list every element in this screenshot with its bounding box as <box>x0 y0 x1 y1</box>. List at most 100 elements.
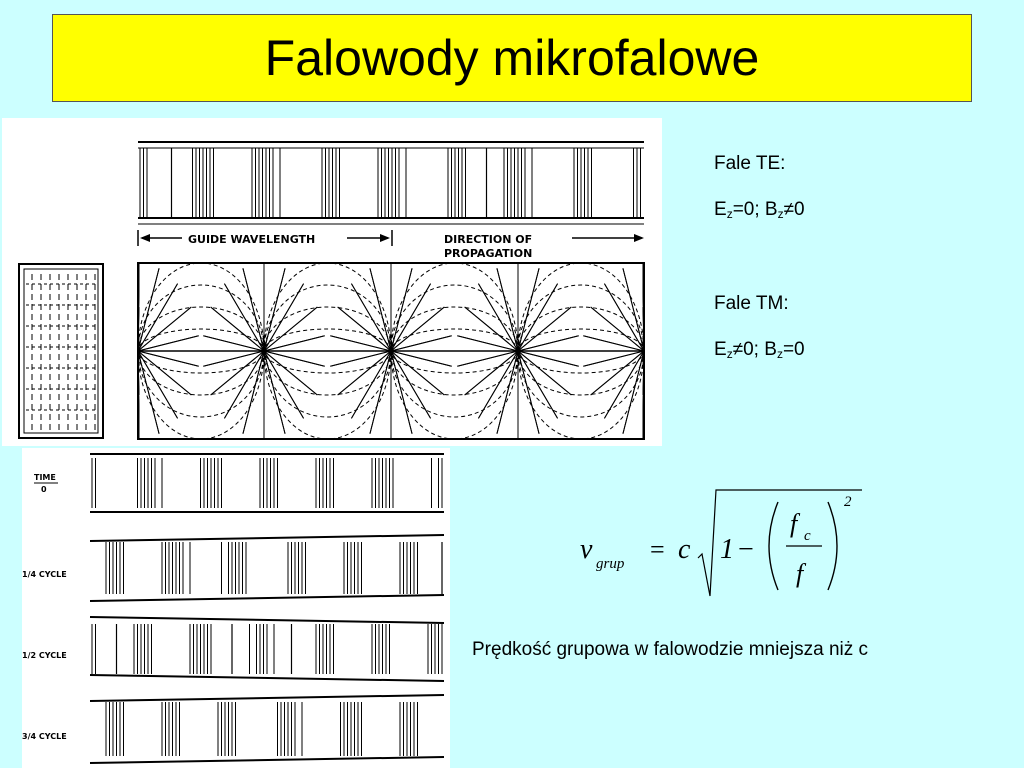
electric-field-line <box>390 350 432 419</box>
electric-field-line <box>583 335 645 352</box>
snapshot-band <box>89 534 445 602</box>
electric-field-line <box>477 283 519 352</box>
electric-field-line <box>137 335 199 352</box>
electric-field-line <box>210 306 265 352</box>
te-b-rel: ≠0 <box>783 199 805 220</box>
guide-wall-top <box>89 616 445 624</box>
electric-field-line <box>517 306 572 352</box>
electric-field-line <box>517 268 540 352</box>
left-paren <box>768 501 779 591</box>
guide-wavelength-label: GUIDE WAVELENGTH <box>188 233 315 246</box>
time-label: TIME <box>34 473 56 482</box>
electric-field-line <box>590 350 645 396</box>
electric-field-line <box>464 306 519 352</box>
te-e-letter: E <box>714 199 727 220</box>
electric-field-line <box>330 350 392 367</box>
electric-field-line <box>263 306 318 352</box>
electric-field-line <box>263 350 325 367</box>
electric-field-line <box>390 268 413 352</box>
tm-heading: Fale TM: <box>714 293 789 314</box>
electric-field-line <box>517 350 559 419</box>
title-box: Falowody mikrofalowe <box>52 14 972 102</box>
electric-field-line <box>517 335 579 352</box>
electric-field-line <box>390 335 452 352</box>
formula-exponent: 2 <box>844 494 852 510</box>
formula-c: c <box>678 534 691 565</box>
electric-field-line <box>263 335 325 352</box>
electric-field-line <box>390 306 445 352</box>
tm-condition: Ez≠0; Bz=0 <box>714 338 805 366</box>
electric-field-line <box>203 350 265 367</box>
time-zero-label: 0 <box>41 485 47 494</box>
sqrt-sign <box>697 489 862 597</box>
electric-field-line <box>390 350 452 367</box>
electric-field-line <box>642 350 645 367</box>
electric-field-line <box>603 350 645 419</box>
electric-field-line <box>477 350 519 419</box>
electric-field-line <box>390 350 413 434</box>
guide-wall-bottom <box>89 756 445 764</box>
direction-label-line1: DIRECTION OF <box>444 233 532 246</box>
quarter-cycle-label: 1/4 CYCLE <box>22 570 67 579</box>
right-paren <box>827 501 838 591</box>
guide-wall-bottom <box>89 594 445 602</box>
electric-field-line <box>517 350 540 434</box>
electric-field-line <box>137 350 140 367</box>
electric-field-line <box>203 335 265 352</box>
formula-numerator: f <box>790 509 801 538</box>
snapshot-band <box>90 453 444 513</box>
electric-field-line <box>223 350 265 419</box>
electric-field-line <box>137 306 192 352</box>
electric-field-line <box>137 350 192 396</box>
formula-equals: = <box>650 535 665 564</box>
guide-wall-top <box>89 694 445 702</box>
electric-field-line <box>390 350 445 396</box>
te-b-sub: z <box>777 207 784 221</box>
electric-field-line <box>137 335 140 352</box>
electric-field-line <box>369 350 392 434</box>
snapshot-band <box>89 694 445 764</box>
slide-title: Falowody mikrofalowe <box>264 30 760 86</box>
electric-field-line <box>517 283 559 352</box>
tm-b-rel: =0 <box>782 339 805 360</box>
group-velocity-caption: Prędkość grupowa w falowodzie mniejsza n… <box>472 639 869 660</box>
electric-field-line <box>496 350 519 434</box>
electric-field-line <box>390 283 432 352</box>
waveguide-field-diagram: GUIDE WAVELENGTH DIRECTION OF PROPAGATIO… <box>18 141 645 440</box>
electric-field-line <box>263 350 318 396</box>
electric-field-line <box>350 283 392 352</box>
electric-field-line <box>457 350 519 367</box>
formula-denominator: f <box>796 559 807 588</box>
electric-field-line <box>350 350 392 419</box>
time-snapshots-figure: TIME 0 1/4 CYCLE 1/2 CYCLE 3/4 CYCLE <box>22 448 450 768</box>
electric-field-line <box>622 350 645 434</box>
three-quarter-cycle-label: 3/4 CYCLE <box>22 732 67 741</box>
snapshot-band <box>89 616 445 682</box>
electric-field-line <box>457 335 519 352</box>
formula-one: 1 <box>720 534 734 565</box>
half-cycle-label: 1/2 CYCLE <box>22 651 67 660</box>
electric-field-line <box>223 283 265 352</box>
time-snapshots-diagram: TIME 0 1/4 CYCLE 1/2 CYCLE 3/4 CYCLE <box>22 453 445 764</box>
formula-minus: − <box>738 534 754 565</box>
tm-b-sub: z <box>776 347 783 361</box>
electric-field-line <box>137 283 179 352</box>
formula-numerator-sub: c <box>804 528 811 544</box>
electric-field-line <box>263 350 305 419</box>
tm-e-sub: z <box>726 347 733 361</box>
electric-field-line <box>337 306 392 352</box>
electric-field-line <box>464 350 519 396</box>
tm-e-letter: E <box>714 339 727 360</box>
electric-field-line <box>517 350 579 367</box>
te-condition: Ez=0; Bz≠0 <box>714 198 805 226</box>
electric-field-line <box>337 350 392 396</box>
group-velocity-formula: v grup = c 1 − f c f 2 <box>578 486 878 606</box>
electric-field-line <box>590 306 645 352</box>
electric-field-line <box>210 350 265 396</box>
te-b-letter: B <box>764 199 778 220</box>
electric-field-line <box>369 268 392 352</box>
electric-field-line <box>603 283 645 352</box>
guide-wall-top <box>89 534 445 542</box>
electric-field-line <box>263 350 286 434</box>
tm-e-rel: ≠0; <box>732 339 765 360</box>
